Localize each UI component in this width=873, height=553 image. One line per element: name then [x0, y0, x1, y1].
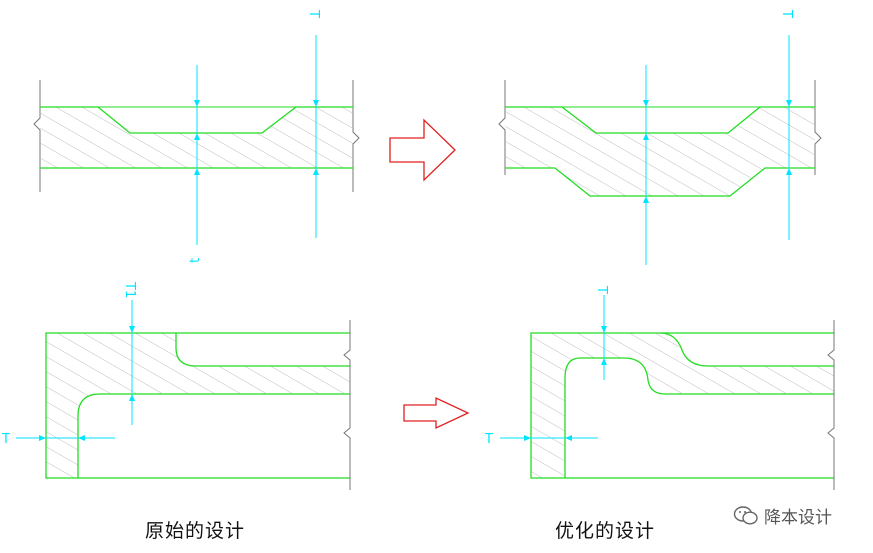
dim-label-T-bottom-left: T	[1, 432, 10, 447]
original-corner-section: T1 T	[1, 281, 351, 490]
dim-label-T-bottom-right-top: T	[594, 285, 609, 294]
dimension-thin-t: t	[188, 65, 203, 263]
corner-outline-optimized	[530, 332, 834, 479]
dimension-corner-T1: T1	[122, 281, 137, 425]
hatched-wall-body-optimized	[505, 107, 815, 196]
wall-outline	[40, 106, 353, 134]
dimension-wall-T-right: T	[484, 432, 598, 447]
dim-label-T-top-left: T	[306, 9, 321, 18]
dimension-uniform-T: T	[779, 9, 794, 240]
dim-label-t: t	[188, 258, 203, 263]
dimension-thick-T: T	[306, 9, 321, 238]
break-line-left	[33, 80, 41, 192]
corner-outline	[45, 332, 350, 479]
optimized-corner-section: T T	[484, 285, 835, 490]
dim-label-T1: T1	[122, 281, 137, 298]
dim-label-T-top-right: T	[779, 9, 794, 18]
caption-original-design: 原始的设计	[145, 520, 246, 542]
optimized-wall-section: T	[498, 9, 822, 265]
wechat-icon	[733, 505, 758, 525]
original-wall-section: t T	[33, 9, 360, 263]
transition-arrow-bottom	[403, 396, 470, 430]
dimension-wall-T-left: T	[1, 432, 115, 447]
hatched-corner-body-optimized	[531, 333, 834, 478]
break-line-right	[352, 80, 360, 192]
watermark: 降本设计	[733, 503, 832, 528]
hatched-corner-body	[46, 333, 350, 478]
dimension-top-T-right: T	[594, 285, 609, 380]
dim-label-T-bottom-right: T	[484, 432, 493, 447]
caption-optimized-design: 优化的设计	[555, 520, 656, 542]
transition-arrow-top	[389, 118, 456, 182]
dimension-uniform-center	[643, 65, 649, 265]
watermark-text: 降本设计	[764, 508, 832, 528]
